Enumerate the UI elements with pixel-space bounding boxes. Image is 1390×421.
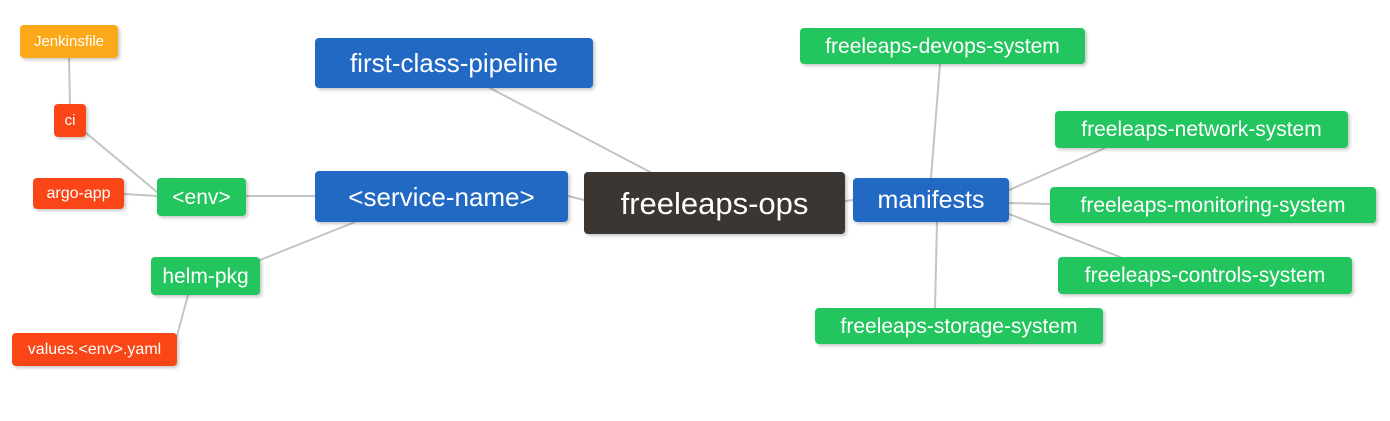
- node-first-class-pipeline[interactable]: first-class-pipeline: [315, 38, 593, 88]
- edge-freeleaps-ops-to-manifests: [844, 199, 854, 202]
- node-freeleaps-storage-system[interactable]: freeleaps-storage-system: [815, 308, 1103, 344]
- node-freeleaps-monitoring-system[interactable]: freeleaps-monitoring-system: [1050, 187, 1376, 223]
- edge-helm-pkg-to-service-name: [259, 221, 356, 261]
- node-ci[interactable]: ci: [54, 104, 86, 137]
- node-argo-app[interactable]: argo-app: [33, 178, 124, 209]
- node-values-env-yaml[interactable]: values.<env>.yaml: [12, 333, 177, 366]
- edge-service-name-to-freeleaps-ops: [567, 195, 585, 201]
- edge-manifests-to-freeleaps-storage-system: [934, 221, 938, 309]
- node-helm-pkg[interactable]: helm-pkg: [151, 257, 260, 295]
- edge-manifests-to-freeleaps-devops-system: [930, 63, 941, 179]
- edge-manifests-to-freeleaps-network-system: [1008, 147, 1106, 191]
- node-freeleaps-network-system[interactable]: freeleaps-network-system: [1055, 111, 1348, 148]
- edge-first-class-pipeline-to-freeleaps-ops: [489, 87, 651, 173]
- node-manifests[interactable]: manifests: [853, 178, 1009, 222]
- node-freeleaps-controls-system[interactable]: freeleaps-controls-system: [1058, 257, 1352, 294]
- node-freeleaps-devops-system[interactable]: freeleaps-devops-system: [800, 28, 1085, 64]
- edge-argo-app-to-env: [123, 193, 158, 197]
- node-service-name[interactable]: <service-name>: [315, 171, 568, 222]
- node-jenkinsfile[interactable]: Jenkinsfile: [20, 25, 118, 58]
- edge-manifests-to-freeleaps-monitoring-system: [1008, 202, 1051, 205]
- edge-values-env-yaml-to-helm-pkg: [176, 294, 189, 337]
- node-freeleaps-ops[interactable]: freeleaps-ops: [584, 172, 845, 234]
- node-env[interactable]: <env>: [157, 178, 246, 216]
- edge-jenkinsfile-to-ci: [68, 57, 71, 105]
